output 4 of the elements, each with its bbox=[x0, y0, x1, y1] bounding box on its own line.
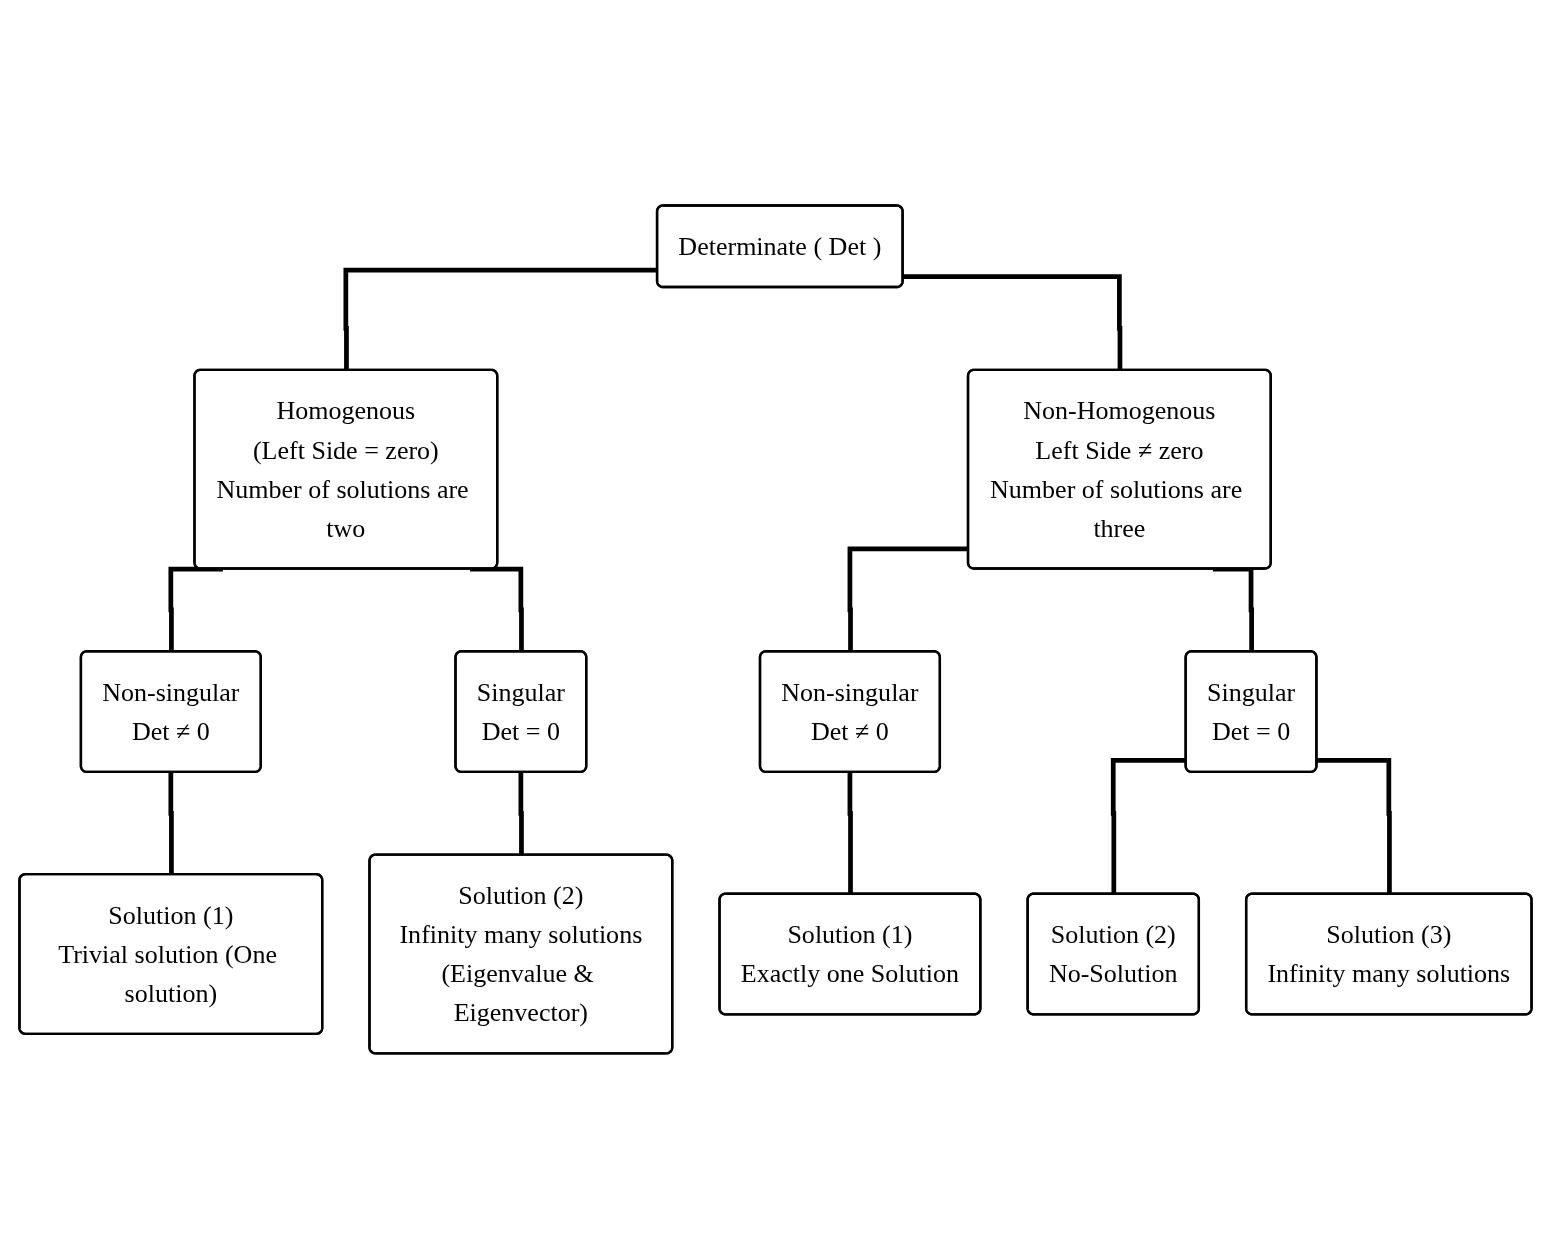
connector bbox=[470, 566, 524, 652]
connector bbox=[847, 546, 969, 652]
connector bbox=[168, 566, 223, 652]
tree-diagram: Determinate ( Det ) Homogenous (Left Side = zero) Number of solutions are two Non-Homogenous Left Side ≠ zero Number of solutions are three Non-singular Det ≠ 0 Singular Det = 0 Non-singular Det ≠ 0 Singular Det = 0 Solution (1) Trivial solution (One solution) Solution (2) Infinity many solutions (Eigenvalue & Eigenvector) Solution (1) Exactly one Solution Solution (2) No-Solution Solution (3) Infinity many solutions bbox=[10, 196, 1541, 1063]
